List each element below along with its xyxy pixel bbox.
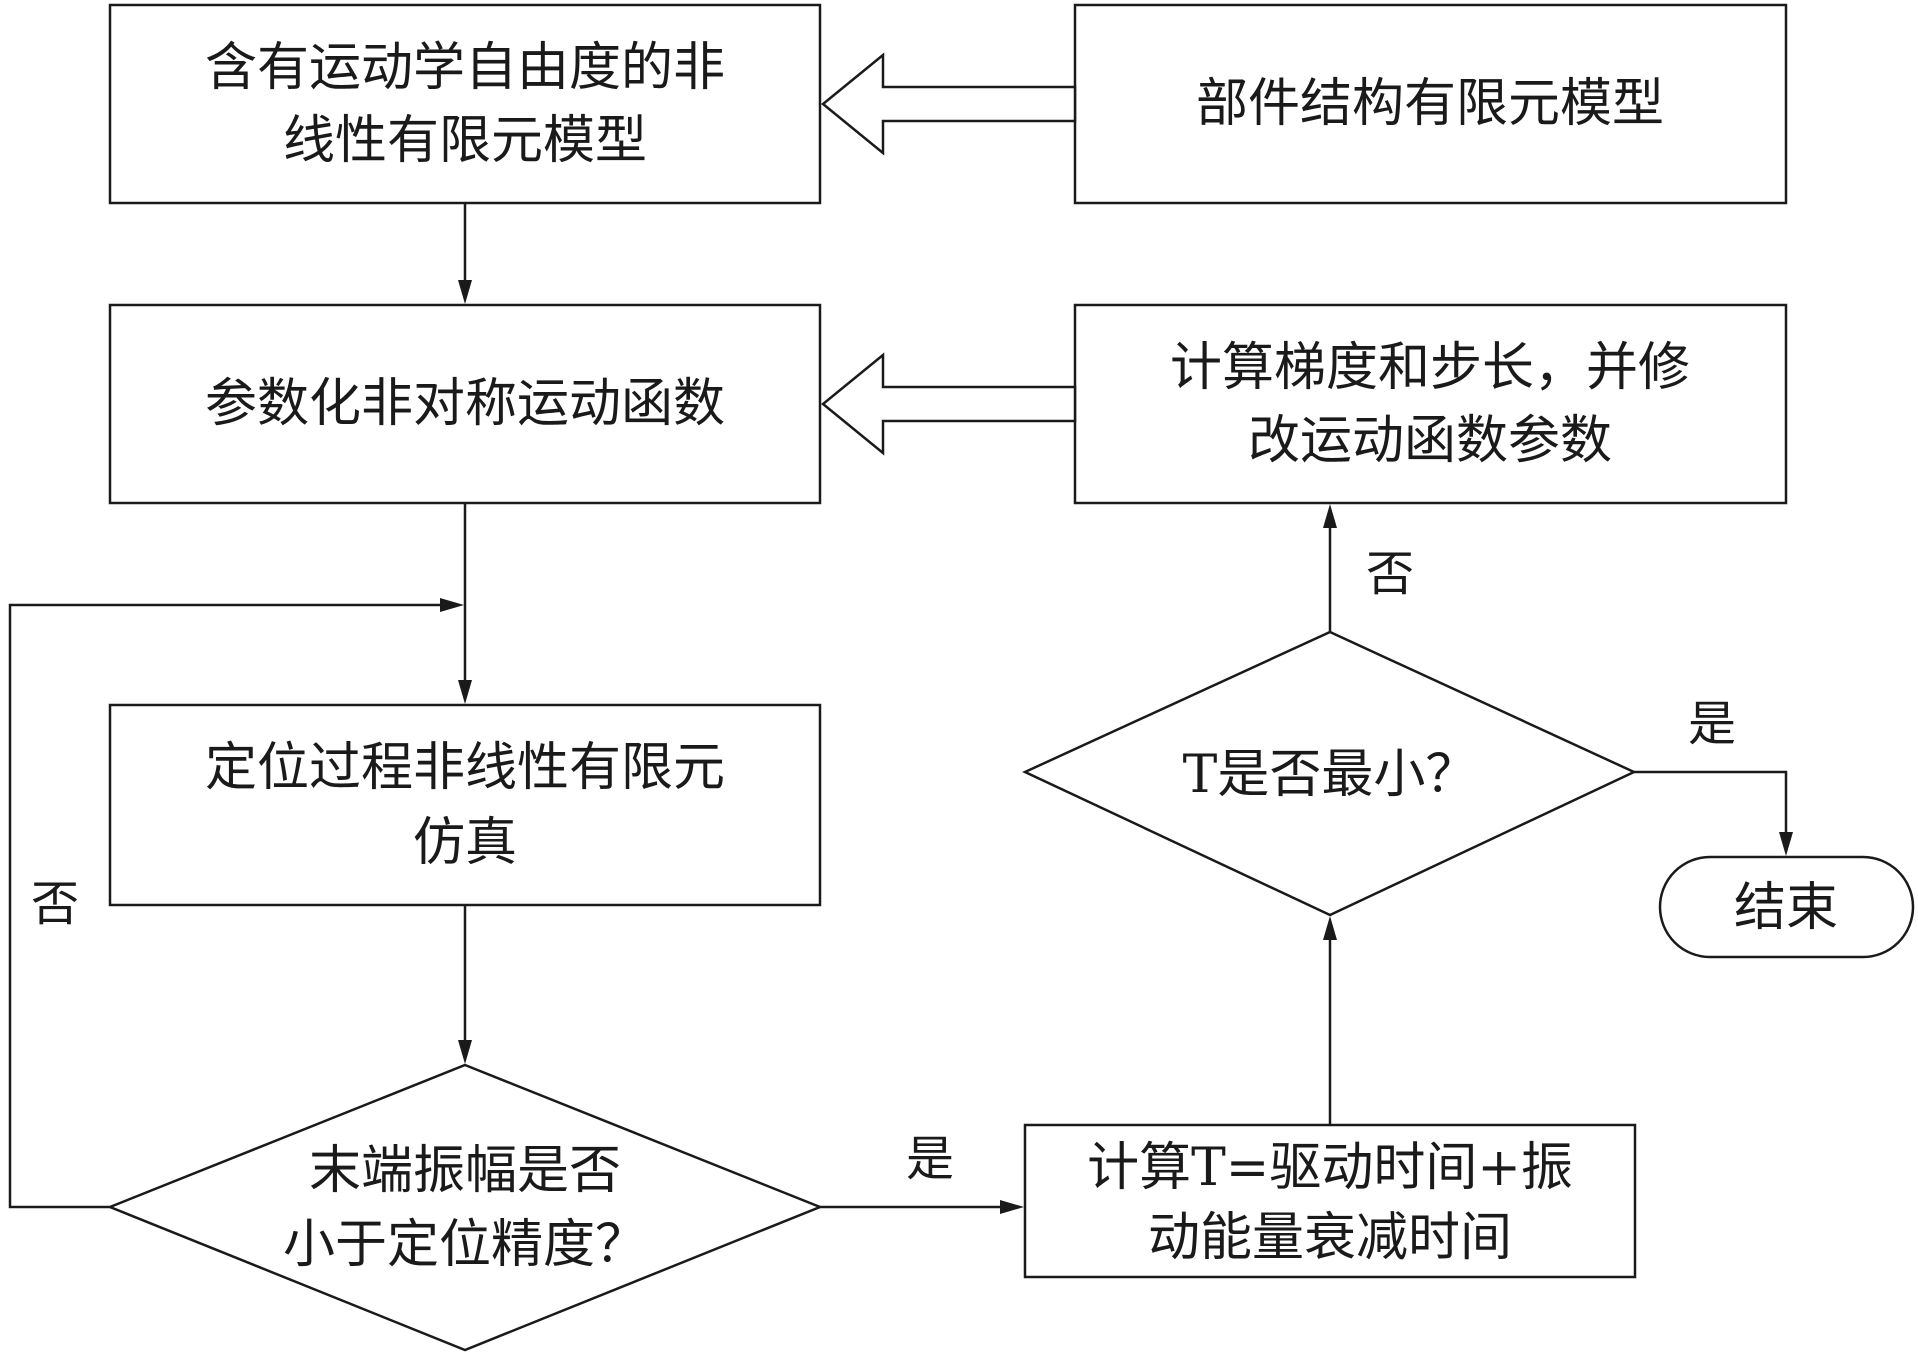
- node-end: 结束: [1660, 857, 1913, 957]
- node-gradient-step-update-line1: 计算梯度和步长，并修: [1170, 338, 1690, 398]
- hollow-arrow-component-to-nonlinear: [823, 55, 1075, 153]
- edge-label-amplitude-yes: 是: [906, 1131, 954, 1187]
- node-amplitude-check: 末端振幅是否 小于定位精度？: [110, 1065, 820, 1350]
- node-parametric-motion-function-line1: 参数化非对称运动函数: [205, 374, 725, 434]
- node-end-line1: 结束: [1734, 878, 1838, 938]
- arrow-compute-T-to-T-min-check: [1323, 916, 1337, 1125]
- node-positioning-simulation-line2: 仿真: [413, 813, 517, 873]
- arrow-parametric-to-simulation: [458, 503, 472, 704]
- edge-label-tmin-no: 否: [1366, 546, 1414, 602]
- node-component-fe-model-line1: 部件结构有限元模型: [1196, 74, 1664, 134]
- node-positioning-simulation: 定位过程非线性有限元 仿真: [110, 705, 820, 905]
- node-component-fe-model: 部件结构有限元模型: [1075, 5, 1786, 203]
- node-compute-T: 计算T=驱动时间+振 动能量衰减时间: [1025, 1125, 1635, 1277]
- node-nonlinear-fe-model: 含有运动学自由度的非 线性有限元模型: [110, 5, 820, 203]
- node-T-min-check-line1: T是否最小？: [1183, 745, 1478, 805]
- arrow-tmin-no-to-update: [1323, 504, 1337, 632]
- node-T-min-check: T是否最小？: [1025, 632, 1634, 915]
- hollow-arrow-update-to-parametric: [823, 355, 1075, 453]
- arrow-nonlinear-to-parametric: [458, 203, 472, 304]
- node-gradient-step-update: 计算梯度和步长，并修 改运动函数参数: [1075, 305, 1786, 503]
- edge-label-amplitude-no: 否: [31, 876, 79, 932]
- node-positioning-simulation-line1: 定位过程非线性有限元: [205, 738, 725, 798]
- node-gradient-step-update-line2: 改运动函数参数: [1248, 411, 1612, 471]
- arrow-tmin-yes-to-end: [1634, 772, 1793, 856]
- arrow-simulation-to-amplitude-check: [458, 905, 472, 1064]
- node-nonlinear-fe-model-line2: 线性有限元模型: [283, 111, 647, 171]
- node-compute-T-line2: 动能量衰减时间: [1148, 1208, 1512, 1268]
- node-amplitude-check-line1: 末端振幅是否: [309, 1141, 621, 1201]
- node-parametric-motion-function: 参数化非对称运动函数: [110, 305, 820, 503]
- node-amplitude-check-line2: 小于定位精度？: [283, 1215, 647, 1275]
- node-nonlinear-fe-model-line1: 含有运动学自由度的非: [205, 38, 725, 98]
- node-compute-T-line1: 计算T=驱动时间+振: [1087, 1138, 1573, 1198]
- arrow-amplitude-yes-to-compute-T: [820, 1200, 1024, 1214]
- edge-label-tmin-yes: 是: [1688, 696, 1736, 752]
